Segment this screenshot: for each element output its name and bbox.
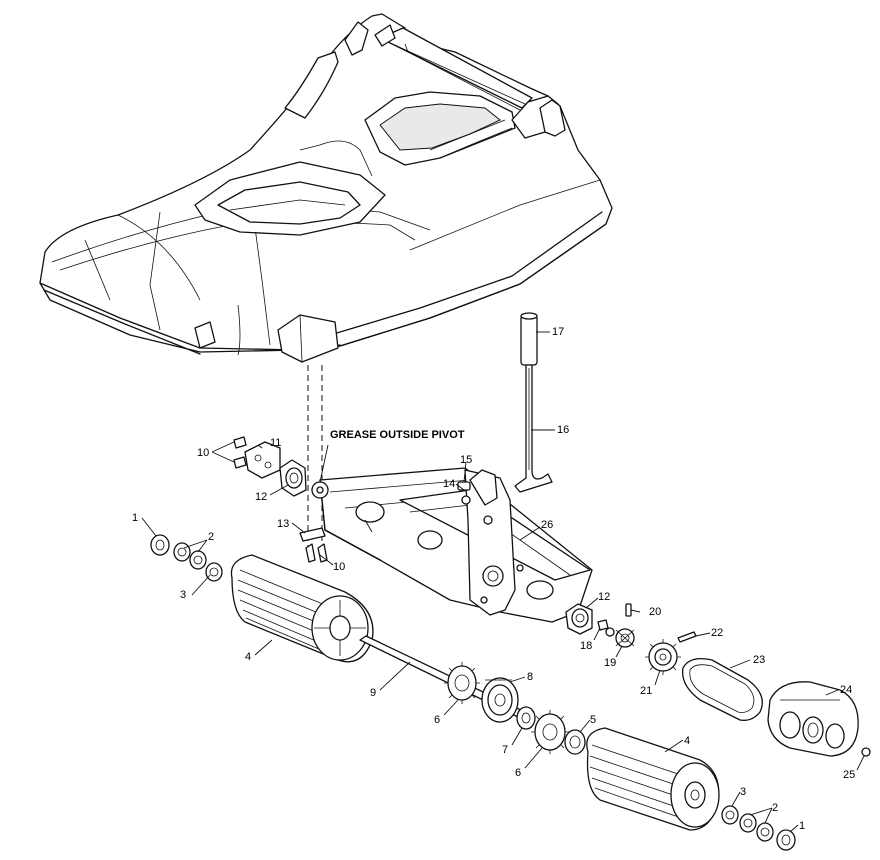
callout-21: 21 [640,685,652,697]
axle-and-sprockets [359,635,586,755]
callout-25: 25 [843,769,855,781]
mower-deck-housing [39,13,613,363]
callout-6-right: 6 [515,767,521,779]
callout-7: 7 [502,744,508,756]
callout-26: 26 [541,519,553,531]
callout-4-right: 4 [684,735,690,747]
callout-labels: GREASE OUTSIDE PIVOT 1 2 3 4 10 11 12 13… [132,326,855,832]
callout-9: 9 [370,687,376,699]
leader-lines [141,331,865,833]
callout-5: 5 [590,714,596,726]
left-pivot-parts [233,436,328,563]
height-adjust-handle [514,312,553,493]
callout-11: 11 [270,437,281,449]
callout-12-left: 12 [255,491,267,503]
callout-16: 16 [557,424,569,436]
right-roller-assembly [586,727,796,851]
callout-1-right: 1 [799,820,805,832]
callout-13: 13 [277,518,289,530]
callout-19: 19 [604,657,616,669]
callout-2-left: 2 [208,531,214,543]
callout-18: 18 [580,640,592,652]
callout-1-left: 1 [132,512,138,524]
callout-22: 22 [711,627,723,639]
grease-pivot-dashed-guide [307,365,323,555]
callout-3-right: 3 [740,786,746,798]
callout-10-bottom: 10 [333,561,345,573]
callout-15: 15 [460,454,472,466]
callout-23: 23 [753,654,765,666]
grease-note: GREASE OUTSIDE PIVOT [330,429,465,441]
callout-4-left: 4 [245,651,251,663]
callout-24: 24 [840,684,852,696]
chain-drive-parts [645,631,871,757]
callout-2-right: 2 [772,802,778,814]
right-pivot-parts [565,603,635,648]
callout-3-left: 3 [180,589,186,601]
callout-10-top: 10 [197,447,209,459]
callout-17: 17 [552,326,564,338]
left-roller-assembly [150,534,374,663]
callout-8: 8 [527,671,533,683]
callout-20: 20 [649,606,661,618]
main-frame [311,467,593,623]
callout-6-left: 6 [434,714,440,726]
callout-14: 14 [443,478,455,490]
callout-12-right: 12 [598,591,610,603]
